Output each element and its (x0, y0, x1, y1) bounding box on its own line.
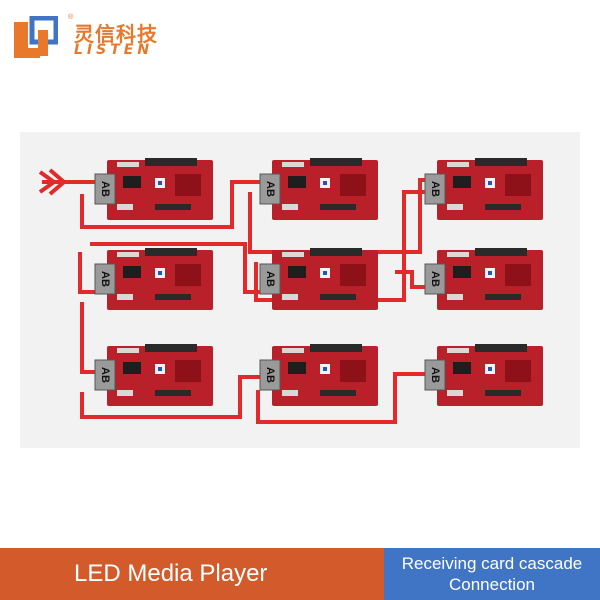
registered-mark: ® (68, 14, 74, 21)
port-block-7 (94, 359, 116, 391)
card-chip-5-d (340, 264, 366, 286)
card-chip-1-c (158, 181, 162, 185)
card-connector-bottom-5 (320, 294, 356, 300)
card-chip-8-a (288, 362, 306, 374)
card-component-2-a (282, 162, 304, 167)
card-chip-8-c (323, 367, 327, 371)
card-chip-6-a (453, 266, 471, 278)
card-chip-3-d (505, 174, 531, 196)
card-chip-9-a (453, 362, 471, 374)
port-label-2: AB (264, 181, 276, 197)
port-block-5 (259, 263, 281, 295)
card-chip-3-c (488, 181, 492, 185)
card-connector-top-5 (310, 248, 362, 256)
card-chip-4-d (175, 264, 201, 286)
card-component-3-a (447, 162, 469, 167)
card-component-7-b (117, 390, 133, 396)
card-chip-1-d (175, 174, 201, 196)
card-component-4-a (117, 252, 139, 257)
card-connector-top-6 (475, 248, 527, 256)
card-component-7-a (117, 348, 139, 353)
port-label-3: AB (429, 181, 441, 197)
card-chip-4-a (123, 266, 141, 278)
port-block-2 (259, 173, 281, 205)
card-chip-2-a (288, 176, 306, 188)
card-component-6-a (447, 252, 469, 257)
card-connector-top-3 (475, 158, 527, 166)
card-chip-2-d (340, 174, 366, 196)
card-connector-bottom-3 (485, 204, 521, 210)
cable-3 (80, 180, 272, 229)
logo-english-name: LISTEN (74, 42, 154, 58)
port-block-6 (424, 263, 446, 295)
cascade-diagram-svg: AB AB AB AB AB AB AB AB AB (38, 158, 543, 424)
card-chip-3-a (453, 176, 471, 188)
port-block-8 (259, 359, 281, 391)
footer-banner: LED Media Player Receiving card cascade … (0, 548, 600, 600)
card-connector-top-7 (145, 344, 197, 352)
footer-caption-line1: Receiving card cascade (401, 554, 583, 573)
card-chip-6-d (505, 264, 531, 286)
cable-10 (80, 375, 275, 419)
port-block-4 (94, 263, 116, 295)
card-chip-1-a (123, 176, 141, 188)
card-connector-bottom-2 (320, 204, 356, 210)
card-chip-7-d (175, 360, 201, 382)
card-chip-5-c (323, 271, 327, 275)
card-component-2-b (282, 204, 298, 210)
card-chip-7-a (123, 362, 141, 374)
card-chip-5-a (288, 266, 306, 278)
card-chip-9-d (505, 360, 531, 382)
port-block-9 (424, 359, 446, 391)
cable-1 (48, 168, 68, 196)
card-component-5-a (282, 252, 304, 257)
card-chip-2-c (323, 181, 327, 185)
card-chip-7-c (158, 367, 162, 371)
card-connector-top-8 (310, 344, 362, 352)
port-label-7: AB (99, 367, 111, 383)
card-component-1-b (117, 204, 133, 210)
port-label-8: AB (264, 367, 276, 383)
card-connector-top-2 (310, 158, 362, 166)
card-connector-bottom-1 (155, 204, 191, 210)
cascade-diagram: AB AB AB AB AB AB AB AB AB (20, 132, 580, 448)
card-chip-4-c (158, 271, 162, 275)
card-component-6-b (447, 294, 463, 300)
listen-logo-icon (14, 16, 58, 58)
card-component-9-b (447, 390, 463, 396)
card-chip-9-c (488, 367, 492, 371)
port-label-4: AB (99, 271, 111, 287)
card-component-5-b (282, 294, 298, 300)
cable-11 (256, 372, 440, 424)
card-connector-top-9 (475, 344, 527, 352)
card-connector-top-1 (145, 158, 197, 166)
logo-chinese-name: 灵信科技 (74, 22, 158, 46)
port-label-9: AB (429, 367, 441, 383)
port-label-6: AB (429, 271, 441, 287)
card-connector-bottom-7 (155, 390, 191, 396)
card-connector-bottom-9 (485, 390, 521, 396)
card-component-4-b (117, 294, 133, 300)
card-connector-bottom-4 (155, 294, 191, 300)
card-component-1-a (117, 162, 139, 167)
footer-caption-line2: Connection (448, 575, 535, 594)
cable-2 (38, 170, 58, 194)
card-component-8-a (282, 348, 304, 353)
cable-6 (254, 190, 440, 302)
port-block-1 (94, 173, 116, 205)
port-label-1: AB (99, 181, 111, 197)
port-block-3 (424, 173, 446, 205)
card-connector-top-4 (145, 248, 197, 256)
card-connector-bottom-6 (485, 294, 521, 300)
card-component-9-a (447, 348, 469, 353)
card-chip-8-d (340, 360, 366, 382)
card-component-3-b (447, 204, 463, 210)
port-label-5: AB (264, 271, 276, 287)
brand-logo: ® 灵信科技 LISTEN (10, 12, 170, 60)
footer-caption: Receiving card cascade Connection (384, 548, 600, 600)
card-component-8-b (282, 390, 298, 396)
footer-product-title: LED Media Player (0, 548, 384, 600)
card-chip-6-c (488, 271, 492, 275)
card-connector-bottom-8 (320, 390, 356, 396)
